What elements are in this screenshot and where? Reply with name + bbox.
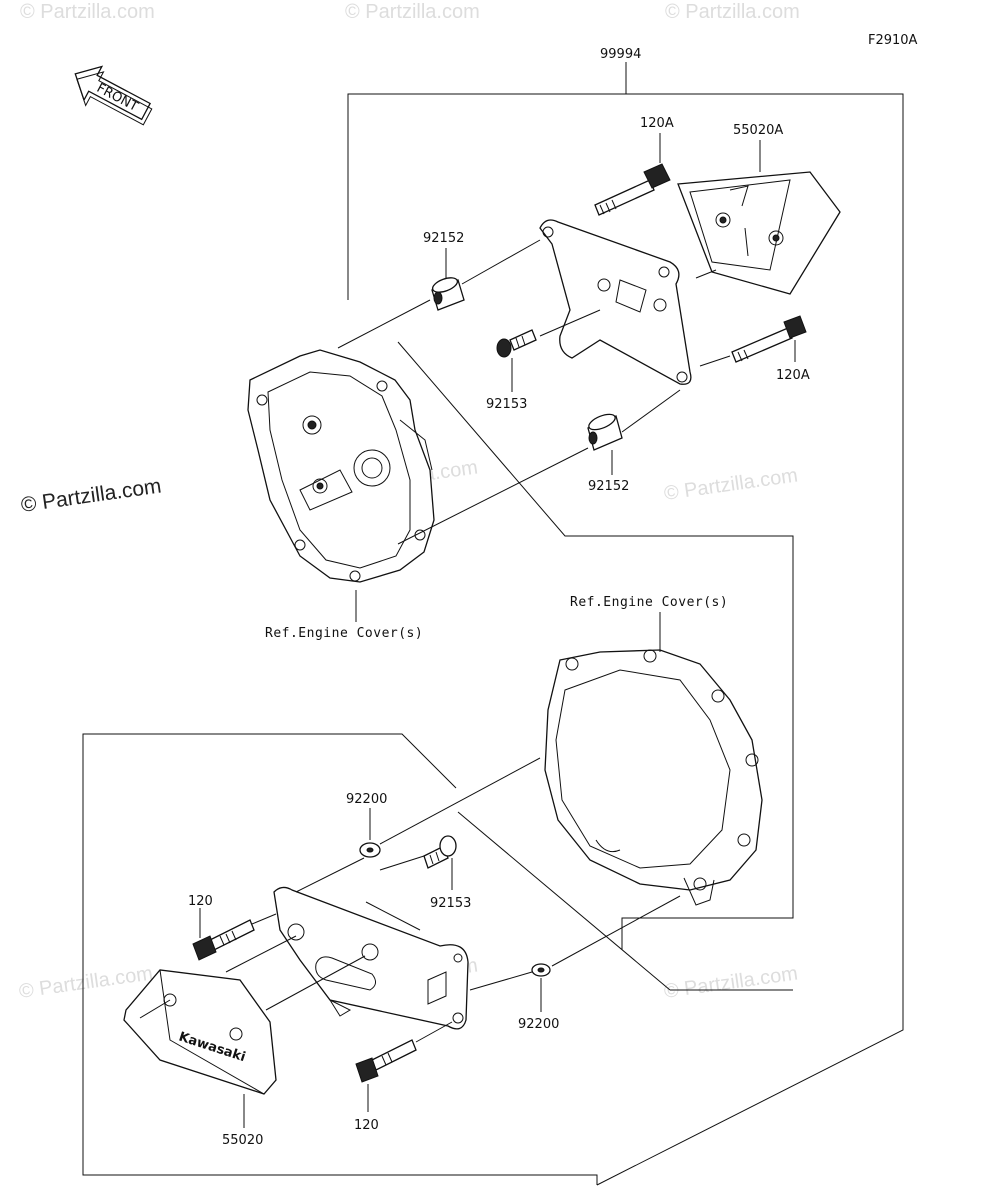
washer-92200-upper — [359, 842, 381, 858]
label-55020a: 55020A — [733, 123, 783, 138]
watermark-top-right: © Partzilla.com — [665, 1, 800, 23]
engine-cover-right — [544, 649, 763, 906]
label-92153-lower: 92153 — [430, 896, 471, 911]
watermark-low-left: © Partzilla.com — [18, 962, 155, 1003]
bracket-lower — [273, 886, 469, 1030]
label-120a-lower: 120A — [776, 368, 810, 383]
label-120-lower: 120 — [354, 1118, 379, 1133]
bracket-upper — [539, 219, 692, 385]
screw-92153-upper — [496, 329, 537, 358]
label-92152-lower: 92152 — [588, 479, 629, 494]
upper-assembly-outline — [347, 62, 904, 1186]
washer-92200-lower — [531, 963, 551, 977]
label-ref-cover-left: Ref.Engine Cover(s) — [265, 626, 423, 641]
label-92200-lower: 92200 — [518, 1017, 559, 1032]
screw-92153-lower — [423, 835, 457, 869]
slider-55020: Kawasaki — [123, 969, 277, 1095]
upper-leader-lines — [337, 239, 731, 545]
collar-92152-upper — [431, 277, 465, 311]
label-92200-upper: 92200 — [346, 792, 387, 807]
lower-assembly-outline — [82, 733, 793, 1185]
watermark-top-left: © Partzilla.com — [20, 1, 155, 23]
watermark-low-right: © Partzilla.com — [663, 962, 800, 1003]
label-99994: 99994 — [600, 47, 641, 62]
bolt-120a-upper — [594, 163, 671, 216]
label-ref-cover-right: Ref.Engine Cover(s) — [570, 595, 728, 610]
bolt-120-lower — [355, 1039, 417, 1083]
slider-55020a — [677, 171, 841, 295]
engine-cover-left — [247, 349, 435, 583]
figure-id: F2910A — [868, 33, 918, 48]
label-55020: 55020 — [222, 1133, 263, 1148]
label-92152-upper: 92152 — [423, 231, 464, 246]
front-arrow-icon: FRONT — [74, 65, 153, 126]
watermark-mid-right: © Partzilla.com — [663, 464, 800, 505]
label-120-upper: 120 — [188, 894, 213, 909]
collar-92152-lower — [587, 413, 623, 451]
bolt-120a-lower — [731, 315, 807, 363]
label-92153-upper: 92153 — [486, 397, 527, 412]
lower-leader-lines — [139, 757, 681, 1043]
bolt-120-upper — [192, 919, 255, 961]
watermark-top-mid: © Partzilla.com — [345, 1, 480, 23]
label-120a-upper: 120A — [640, 116, 674, 131]
watermark-main: © Partzilla.com — [19, 474, 162, 516]
